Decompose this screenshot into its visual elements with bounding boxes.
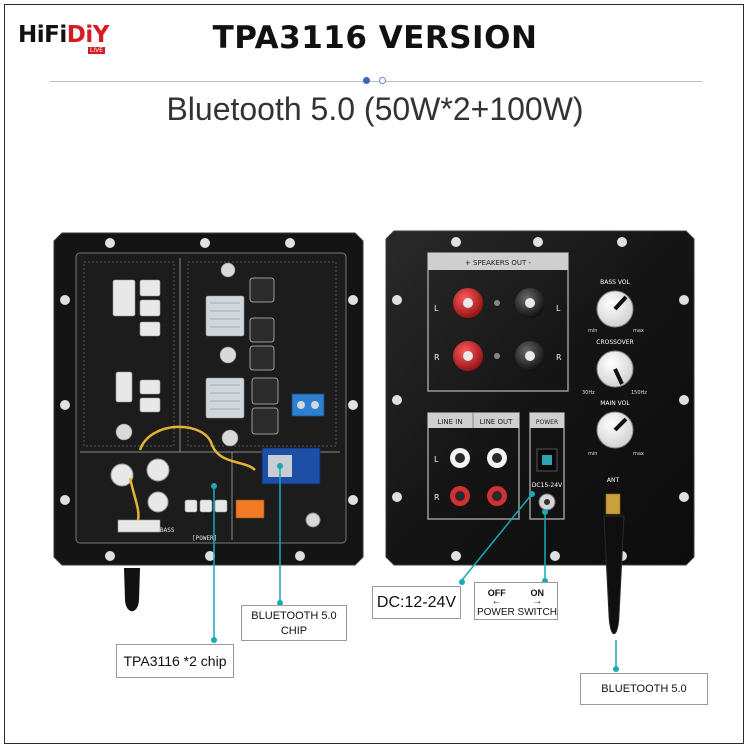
page-title: TPA3116 VERSION xyxy=(212,20,538,56)
front-panel: + SPEAKERS OUT - L L R R LINE IN LINE OU… xyxy=(385,230,695,635)
dc-jack-label: DC15-24V xyxy=(532,482,563,489)
board-bass-text: BASS xyxy=(160,527,175,534)
callout-power-switch: OFF ON ← → POWER SWITCH xyxy=(474,582,558,620)
amplifier-board: [POWER] BASS xyxy=(53,232,364,612)
power-switch[interactable] xyxy=(542,455,552,465)
callout-tpa-chip: TPA3116 *2 chip xyxy=(116,644,234,678)
rca-line-in-right[interactable] xyxy=(450,486,470,506)
callout-bluetooth-chip-line1: BLUETOOTH 5.0 xyxy=(251,610,337,622)
line-out-label: LINE OUT xyxy=(480,418,513,426)
power-switch-text-row: POWER SWITCH xyxy=(475,607,559,618)
antenna-label: ANT xyxy=(607,477,620,484)
power-off-text: OFF xyxy=(487,588,506,598)
carousel-dot-1[interactable] xyxy=(363,77,370,84)
line-left-label: L xyxy=(434,455,439,464)
logo-main: HiFi xyxy=(18,22,67,48)
callout-lines xyxy=(213,468,617,670)
knob-main-max: max xyxy=(633,451,644,457)
knob-bass-min: min xyxy=(588,328,597,334)
arrow-left-icon: ← xyxy=(491,596,502,607)
logo-sub: LIVE xyxy=(88,47,106,54)
knob-crossover-max: 150Hz xyxy=(631,390,647,396)
title-divider xyxy=(50,81,702,82)
speaker-left-label-2: L xyxy=(556,304,561,313)
carousel-dot-2[interactable] xyxy=(379,77,386,84)
callout-bluetooth-chip-line2: CHIP xyxy=(280,625,308,637)
knob-main-vol[interactable] xyxy=(596,411,634,449)
speaker-right-label-2: R xyxy=(556,353,562,362)
power-arrows: ← → xyxy=(475,596,559,607)
power-state-row: OFF ON xyxy=(475,588,559,598)
callout-bluetooth-chip: BLUETOOTH 5.0 CHIP xyxy=(241,605,347,641)
power-switch-left-text: POWER xyxy=(476,607,515,618)
speakers-out-label: + SPEAKERS OUT - xyxy=(465,259,532,267)
rca-line-in-left[interactable] xyxy=(450,448,470,468)
brand-logo: HiFiDiY xyxy=(18,22,109,48)
knob-bass-label: BASS VOL xyxy=(600,279,630,286)
board-power-text: [POWER] xyxy=(192,535,217,542)
speaker-terminal-right-neg[interactable] xyxy=(515,341,545,371)
knob-crossover[interactable] xyxy=(596,350,634,388)
knob-crossover-label: CROSSOVER xyxy=(596,339,633,346)
page-subtitle: Bluetooth 5.0 (50W*2+100W) xyxy=(166,91,584,127)
logo-accent: DiY xyxy=(66,22,110,48)
speaker-left-label: L xyxy=(434,304,439,313)
rca-line-out-left[interactable] xyxy=(487,448,507,468)
bluetooth-antenna xyxy=(603,515,625,635)
power-switch-right-text: SWITCH xyxy=(517,607,557,618)
callout-bluetooth-antenna: BLUETOOTH 5.0 xyxy=(580,673,708,705)
knob-main-label: MAIN VOL xyxy=(600,400,630,407)
power-box-label: POWER xyxy=(536,419,558,426)
callout-dc-input: DC:12-24V xyxy=(372,586,461,619)
speaker-right-label: R xyxy=(434,353,440,362)
rca-line-out-right[interactable] xyxy=(487,486,507,506)
speaker-terminal-left-neg[interactable] xyxy=(515,288,545,318)
line-right-label: R xyxy=(434,493,440,502)
line-in-label: LINE IN xyxy=(437,418,462,426)
knob-crossover-min: 30Hz xyxy=(582,390,595,396)
knob-main-min: min xyxy=(588,451,597,457)
image-frame xyxy=(4,4,744,744)
power-on-text: ON xyxy=(530,588,545,598)
knob-bass-max: max xyxy=(633,328,644,334)
speaker-terminal-left-pos[interactable] xyxy=(453,288,483,318)
knob-bass-vol[interactable] xyxy=(596,290,634,328)
speaker-terminal-right-pos[interactable] xyxy=(453,341,483,371)
arrow-right-icon: → xyxy=(532,596,543,607)
